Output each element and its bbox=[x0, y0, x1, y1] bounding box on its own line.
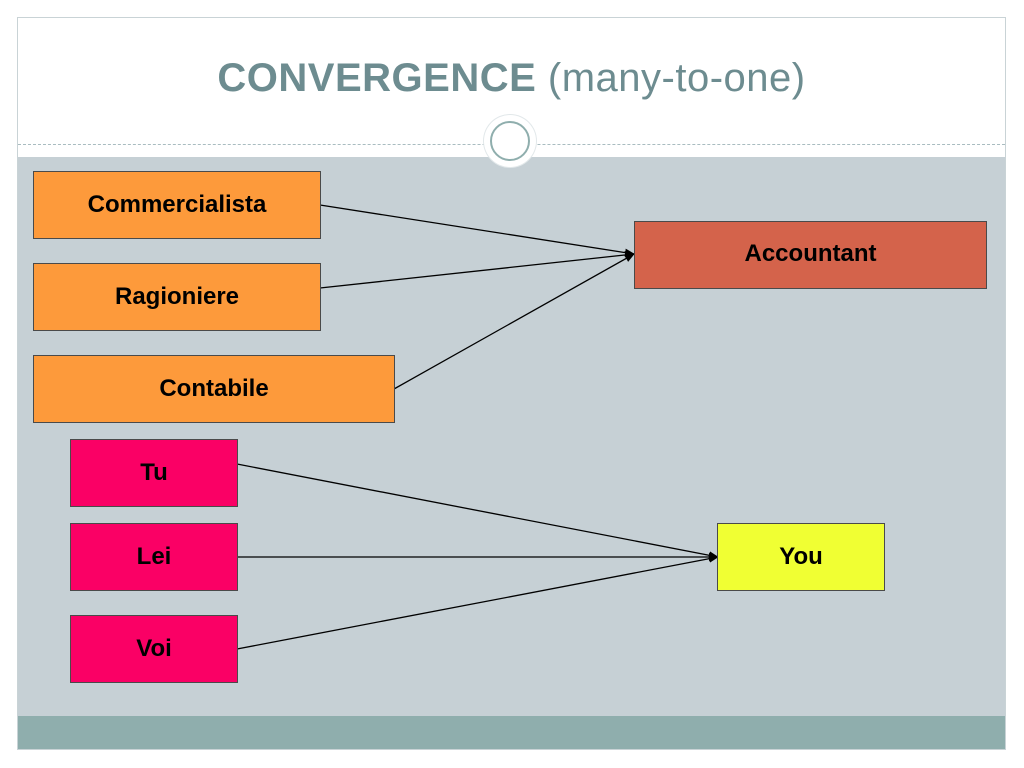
slide-title: CONVERGENCE (many-to-one) bbox=[18, 56, 1005, 101]
node-contabile: Contabile bbox=[33, 355, 395, 423]
node-lei: Lei bbox=[70, 523, 238, 591]
node-voi: Voi bbox=[70, 615, 238, 683]
node-you: You bbox=[717, 523, 885, 591]
node-accountant: Accountant bbox=[634, 221, 987, 289]
node-tu: Tu bbox=[70, 439, 238, 507]
arrow-ragioniere-to-accountant bbox=[319, 250, 635, 289]
circle-ornament-icon bbox=[484, 115, 536, 167]
arrow-tu-to-you bbox=[236, 463, 719, 560]
footer-band bbox=[18, 716, 1005, 749]
arrow-voi-to-you bbox=[236, 554, 719, 650]
title-main: CONVERGENCE bbox=[217, 56, 537, 100]
title-sub: (many-to-one) bbox=[547, 56, 806, 100]
node-ragioniere: Ragioniere bbox=[33, 263, 321, 331]
node-commercialista: Commercialista bbox=[33, 171, 321, 239]
arrow-contabile-to-accountant bbox=[393, 253, 635, 390]
arrow-commercialista-to-accountant bbox=[319, 204, 635, 257]
